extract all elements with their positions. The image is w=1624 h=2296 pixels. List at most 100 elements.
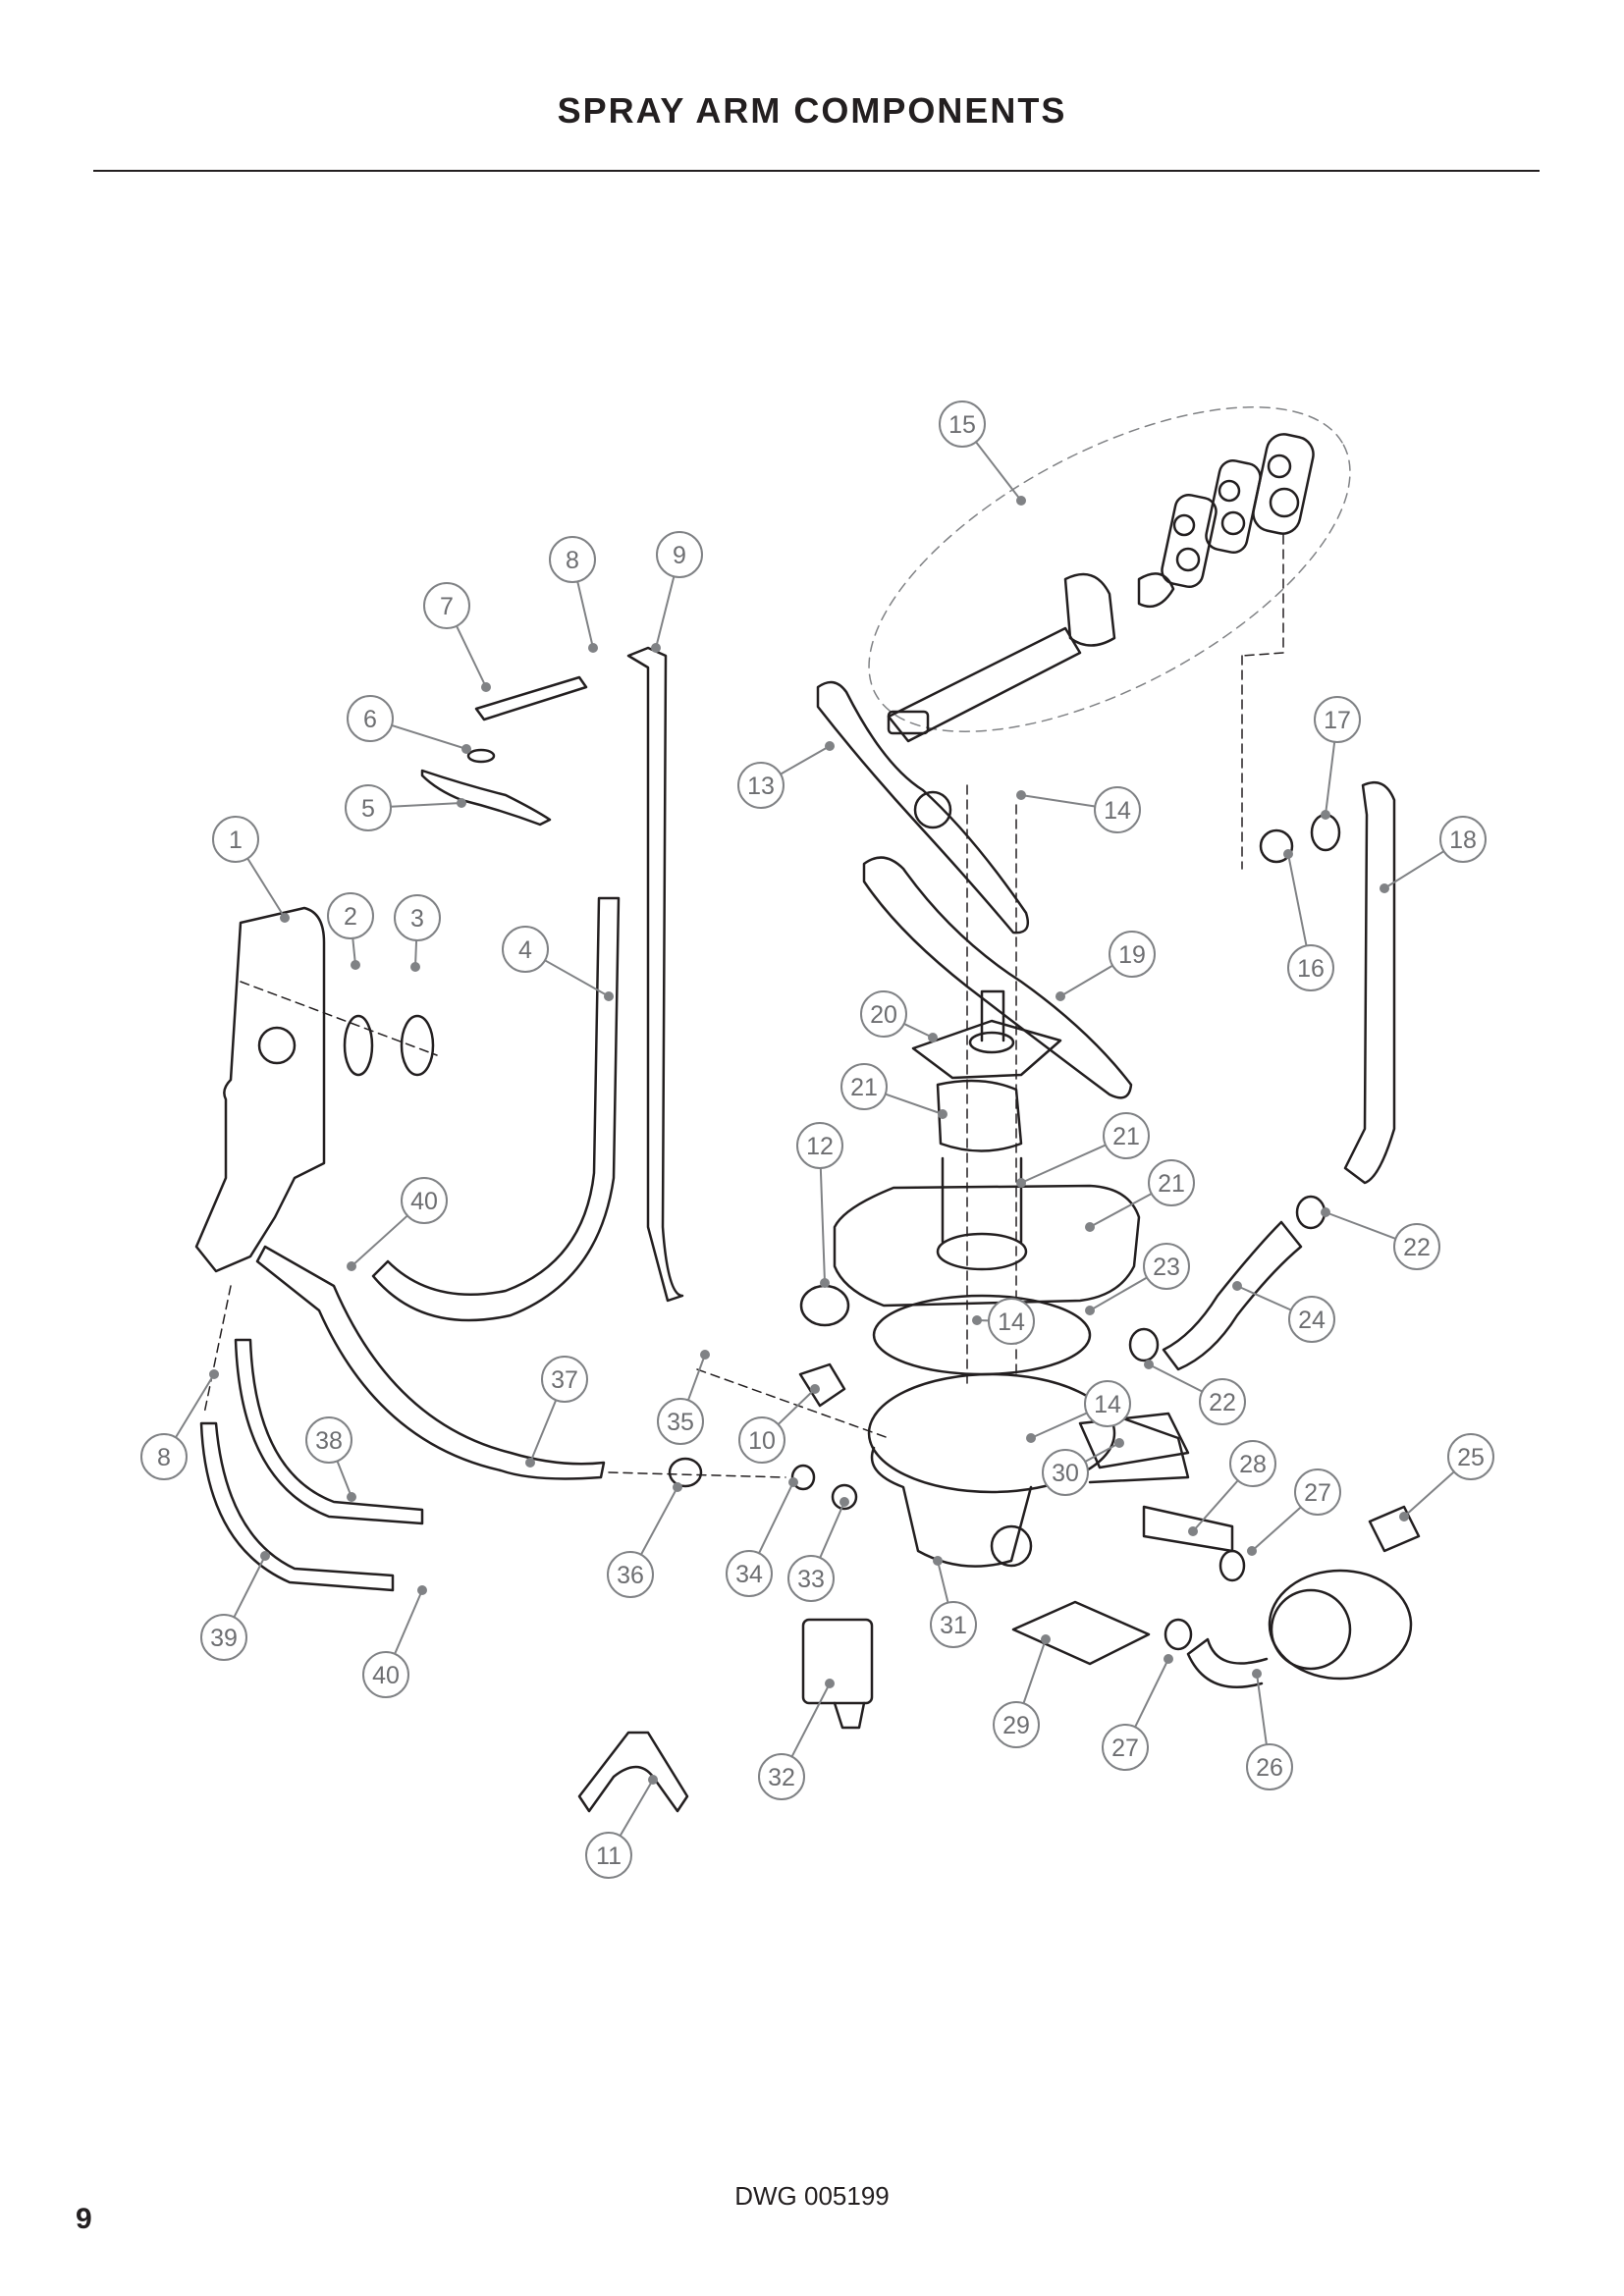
pipe-18 [1343, 780, 1396, 1185]
callout-bubble [1246, 1743, 1293, 1790]
callout-bubble [840, 1063, 888, 1110]
leader-line [576, 581, 594, 649]
callout-number: 23 [1153, 1254, 1180, 1281]
pad-29 [1011, 1600, 1151, 1666]
leader-line [780, 745, 831, 775]
callout-12: 12 [796, 1122, 843, 1288]
callout-number: 12 [806, 1133, 834, 1160]
callout-20: 20 [860, 990, 938, 1042]
callout-26: 26 [1246, 1669, 1293, 1790]
callout-number: 39 [210, 1625, 238, 1652]
leader-line [1134, 1658, 1169, 1728]
leader-dot [457, 798, 466, 808]
part-33 [831, 1483, 858, 1511]
callout-8: 8 [549, 536, 598, 653]
cap-3 [400, 1014, 435, 1077]
leader-line [175, 1373, 215, 1438]
callout-number: 11 [596, 1842, 622, 1870]
drain-pump-32 [801, 1618, 874, 1730]
leader-line [1325, 741, 1336, 816]
clamp-27-lower [1164, 1618, 1193, 1651]
callout-27: 27 [1102, 1654, 1173, 1771]
callout-5: 5 [345, 784, 466, 831]
leader-dot [1056, 991, 1065, 1001]
callout-38: 38 [305, 1416, 356, 1502]
callout-21: 21 [1016, 1112, 1150, 1188]
leader-line [1089, 1276, 1148, 1311]
leader-dot [280, 913, 290, 923]
callout-22: 22 [1321, 1207, 1440, 1270]
leader-line [390, 802, 462, 808]
leader-line [1251, 1506, 1302, 1552]
leader-line [758, 1481, 794, 1554]
callout-number: 14 [1104, 797, 1131, 825]
callout-14: 14 [972, 1298, 1035, 1345]
leader-dot [820, 1278, 830, 1288]
callout-number: 15 [948, 411, 976, 439]
callout-bubble [1294, 1468, 1341, 1516]
callout-37: 37 [525, 1356, 588, 1468]
callout-bubble [502, 926, 549, 973]
clamp-36 [668, 1457, 703, 1488]
leader-dot [209, 1369, 219, 1379]
leader-dot [1085, 1306, 1095, 1315]
callout-bubble [305, 1416, 352, 1464]
callout-number: 35 [667, 1409, 694, 1436]
callout-bubble [1393, 1223, 1440, 1270]
callout-bubble [737, 762, 785, 809]
leader-dot [1247, 1546, 1257, 1556]
leader-line [246, 857, 286, 919]
leader-dot [588, 643, 598, 653]
callout-40: 40 [347, 1177, 448, 1271]
leader-dot [933, 1556, 943, 1566]
leader-line [1089, 1193, 1153, 1228]
callout-number: 28 [1239, 1451, 1267, 1478]
leader-line [1030, 1412, 1088, 1439]
spray-arm-19 [862, 856, 1133, 1099]
leader-dot [928, 1033, 938, 1042]
leader-dot [410, 962, 420, 972]
callout-number: 33 [797, 1566, 825, 1593]
flat-filter-21 [833, 1184, 1141, 1308]
callout-number: 40 [372, 1662, 400, 1689]
leader-line [686, 1354, 706, 1401]
leader-dot [1041, 1634, 1051, 1644]
clamp-22-lower [1128, 1327, 1160, 1362]
leader-line [529, 1399, 558, 1464]
drawing-number: DWG 005199 [734, 2181, 890, 2211]
callout-29: 29 [993, 1634, 1051, 1748]
upper-arm-feed-15 [887, 433, 1315, 743]
spray-arm-13 [816, 680, 1030, 934]
callout-bubble [1229, 1440, 1276, 1487]
leader-dot [810, 1384, 820, 1394]
leader-dot [351, 960, 360, 970]
callout-bubble [726, 1550, 773, 1597]
callout-bubble [585, 1832, 632, 1879]
connector-25 [1368, 1505, 1421, 1553]
callout-bubble [549, 536, 596, 583]
leader-line [1325, 1211, 1396, 1240]
callout-number: 3 [410, 905, 424, 933]
callout-33: 33 [787, 1497, 849, 1602]
callout-number: 27 [1304, 1479, 1331, 1507]
callout-bubble [796, 1122, 843, 1169]
callout-number: 38 [315, 1427, 343, 1455]
callout-bubble [327, 892, 374, 939]
callout-40: 40 [362, 1585, 427, 1698]
leader-dot [825, 1679, 835, 1688]
callout-13: 13 [737, 741, 835, 809]
callout-bubble [1314, 696, 1361, 743]
callout-bubble [1447, 1433, 1494, 1480]
hose-38 [234, 1338, 424, 1525]
callout-bubble [738, 1416, 785, 1464]
callout-number: 30 [1052, 1460, 1079, 1487]
callout-bubble [657, 1398, 704, 1445]
leader-dot [417, 1585, 427, 1595]
callout-bubble [1143, 1243, 1190, 1290]
leader-dot [825, 741, 835, 751]
arm-7 [474, 675, 588, 721]
callout-bubble [1103, 1112, 1150, 1159]
leader-dot [839, 1497, 849, 1507]
leader-line [885, 1093, 944, 1115]
